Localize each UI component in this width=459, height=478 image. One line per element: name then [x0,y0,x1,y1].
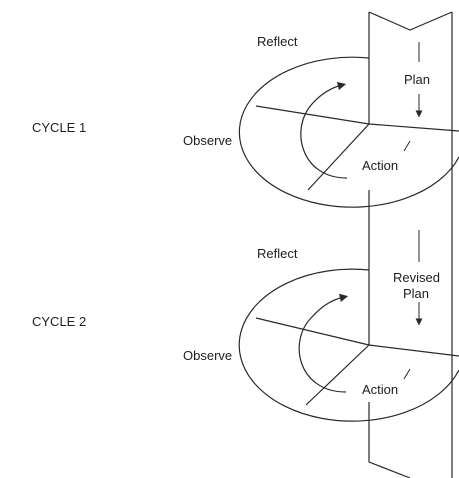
cycle-1-observe-action-divider [307,123,370,191]
cycle-1-action-label: Action [362,158,398,173]
cycle-2-action-tick [403,368,411,380]
cycle-1-action-tick [403,140,411,152]
cycle-2 [238,190,459,478]
cycle-2-reflect-observe-divider [255,317,370,346]
cycle-1-plan-band-notch [368,11,453,31]
cycle-1 [238,11,459,208]
cycle-2-spiral-ring [238,268,459,422]
cycle-2-label: CYCLE 2 [32,314,86,329]
cycle-2-reflect-label: Reflect [257,246,298,261]
cycle-1-rotation-arrow [300,81,348,179]
cycle-1-plan-label: Plan [404,72,430,87]
cycle-2-plan-action-divider [368,344,459,357]
cycle-1-spiral-ring [238,56,459,208]
cycle-2-action-label: Action [362,382,398,397]
cycle-1-reflect-observe-divider [255,105,370,125]
cycle-2-rotation-arrow [298,293,349,393]
cycle-2-observe-label: Observe [183,348,232,363]
cycle-1-label: CYCLE 1 [32,120,86,135]
cycle-1-observe-label: Observe [183,133,232,148]
cycle-1-reflect-label: Reflect [257,34,298,49]
continuation-notch [368,402,411,478]
cycle-2-plan-label-line-2: Plan [403,286,429,301]
cycle-2-plan-label-line-1: Revised [393,270,440,285]
cycle-2-observe-action-divider [305,344,370,406]
cycle-1-plan-action-divider [368,123,459,132]
